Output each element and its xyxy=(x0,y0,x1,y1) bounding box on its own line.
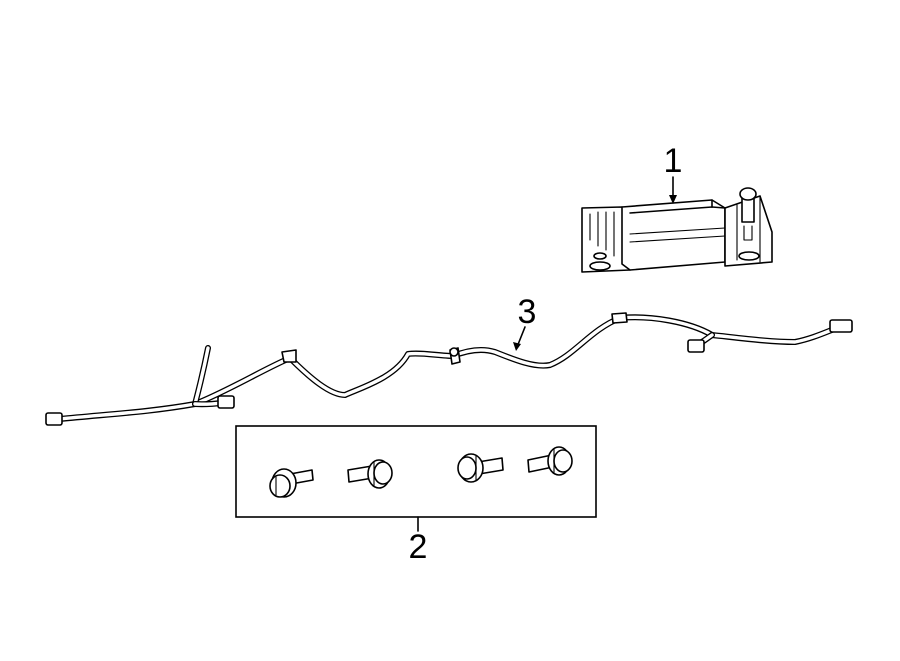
bolt-icon xyxy=(269,468,314,498)
callout-1: 1 xyxy=(664,142,683,180)
bolt-icon xyxy=(347,459,393,489)
arrow-head-3 xyxy=(513,342,521,351)
control-module-icon xyxy=(581,187,773,273)
bolt-set-frame xyxy=(235,425,597,518)
bolt-icon xyxy=(457,453,504,483)
arrow-head-1 xyxy=(669,195,677,204)
bolt-icon xyxy=(269,446,573,498)
callout-3: 3 xyxy=(518,293,537,331)
bolt-icon xyxy=(527,446,573,476)
wiring-harness-icon xyxy=(45,312,853,426)
callout-2: 2 xyxy=(409,528,428,566)
